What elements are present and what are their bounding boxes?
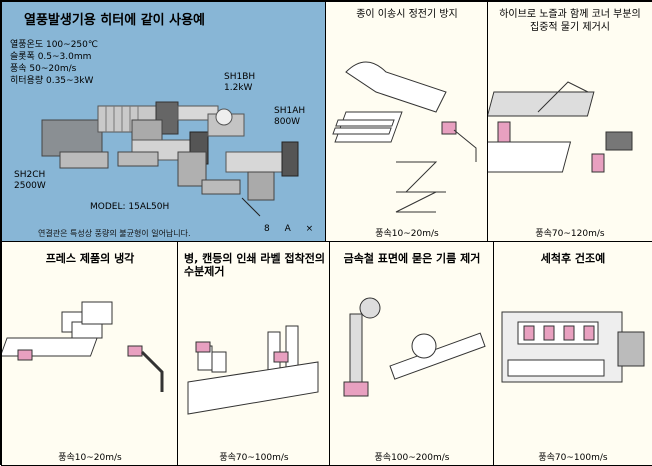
spec-temperature: 열풍온도 100~250℃: [10, 40, 98, 50]
panel-paper-static: 종이 이송시 정전기 방지 풍속10~20m/s: [325, 1, 489, 243]
panel-speed-corner: 풍속70~120m/s: [535, 229, 605, 239]
model-line: MODEL: 15AL50H: [90, 202, 170, 212]
panel-speed-press: 풍속10~20m/s: [58, 453, 122, 463]
panel-title-bottle: 병, 캔등의 인쇄 라벨 접착전의 수분제거: [184, 252, 325, 278]
bottle-label-illustration: [187, 325, 319, 415]
panel-speed-paper: 풍속10~20m/s: [375, 229, 439, 239]
panel-title-paper: 종이 이송시 정전기 방지: [356, 9, 458, 20]
sequence-label: 8 A ×: [264, 224, 320, 234]
panel-title-press: 프레스 제품의 냉각: [45, 252, 135, 265]
heater-photo-panel: 열풍발생기용 히터에 같이 사용예 열풍온도 100~250℃ 슬롯폭 0.5~…: [1, 1, 327, 243]
model-sh2ch: SH2CH 2500W: [14, 170, 46, 191]
model-sh1bh: SH1BH 1.2kW: [224, 72, 256, 93]
photo-footnote: 연결관은 특성상 풍량의 불균형이 일어납니다.: [38, 229, 191, 238]
panel-speed-bottle: 풍속70~100m/s: [219, 453, 289, 463]
corner-water-illustration: [488, 81, 633, 173]
panel-speed-dry: 풍속70~100m/s: [538, 453, 608, 463]
heater-sh1bh: [117, 108, 245, 187]
panel-press-cooling: 프레스 제품의 냉각 풍속10~20m/s: [1, 241, 179, 466]
panel-speed-oil: 풍속100~200m/s: [374, 453, 450, 463]
model-sh1ah: SH1AH 800W: [274, 106, 306, 127]
panel-oil-removal: 금속철 표면에 묻은 기름 제거 풍속100~200m/s: [329, 241, 495, 466]
panel-drying: 세척후 건조예 풍속70~100m/s: [493, 241, 652, 466]
spec-slot-width: 슬롯폭 0.5~3.0mm: [10, 52, 92, 62]
heater-photo-illustration: [41, 101, 299, 217]
panel-title-corner: 하이브로 노즐과 함께 코너 부분의 집중적 물기 제거시: [499, 9, 641, 33]
press-cooling-illustration: [2, 301, 164, 392]
panel-bottle-label: 병, 캔등의 인쇄 라벨 접착전의 수분제거 풍속70~100m/s: [177, 241, 331, 466]
oil-removal-illustration: [343, 297, 486, 397]
heater-sh2ch: [41, 101, 219, 169]
spec-wind-speed: 풍속 50~20m/s: [10, 64, 77, 74]
spec-heater-capacity: 히터용량 0.35~3kW: [10, 76, 94, 86]
drying-illustration: [501, 311, 645, 383]
panel-corner-water: 하이브로 노즐과 함께 코너 부분의 집중적 물기 제거시 풍속70~120m/…: [487, 1, 652, 243]
panel-title-oil: 금속철 표면에 묻은 기름 제거: [343, 252, 481, 265]
paper-static-illustration: [332, 61, 477, 213]
panel-title-dry: 세척후 건조예: [540, 252, 606, 265]
photo-title: 열풍발생기용 히터에 같이 사용예: [24, 13, 206, 28]
heater-sh1ah: [201, 141, 299, 217]
